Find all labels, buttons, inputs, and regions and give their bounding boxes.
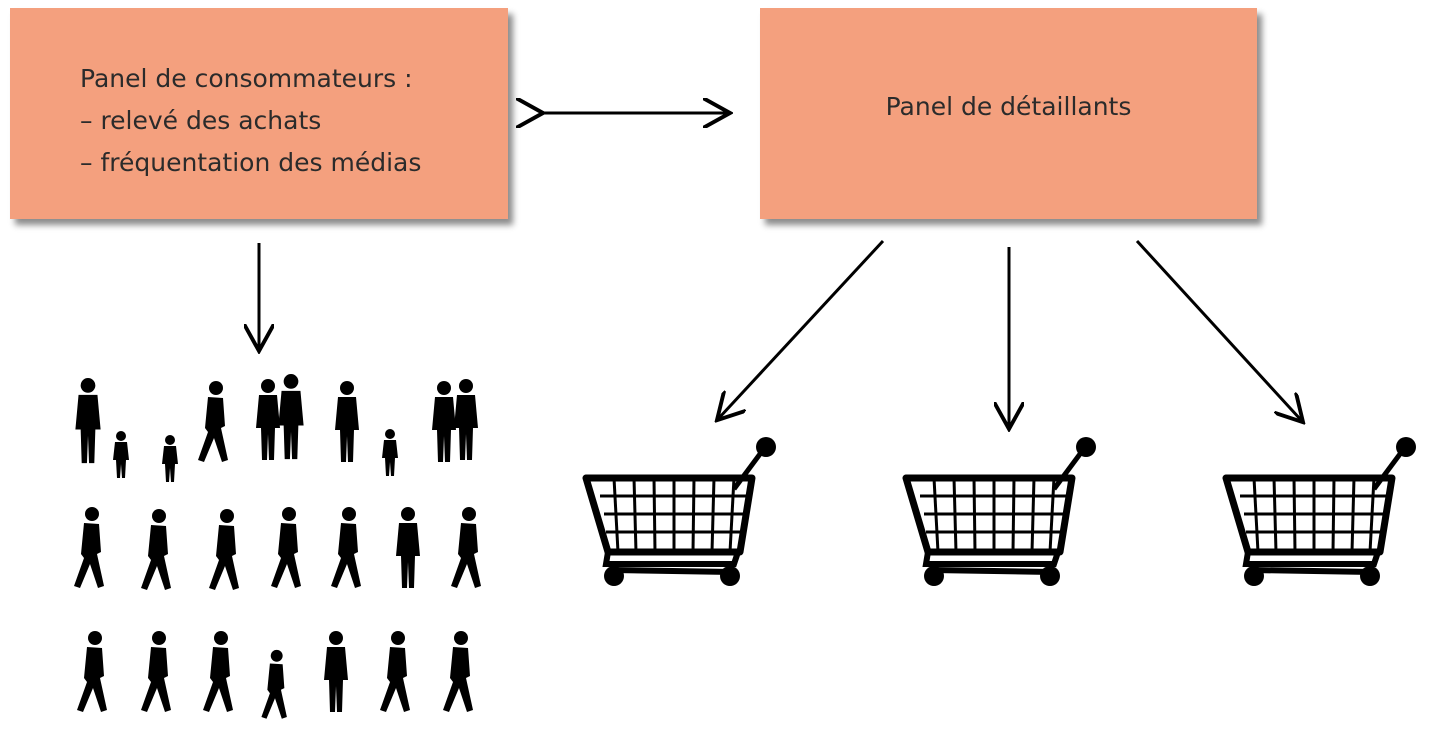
retailer-panel-box: Panel de détaillants	[760, 8, 1257, 219]
shopping-cart-icon	[1226, 437, 1416, 586]
consumer-panel-title: Panel de consommateurs :	[80, 64, 413, 93]
consumer-panel-box: Panel de consommateurs : – relevé des ac…	[10, 8, 508, 219]
consumer-panel-text: Panel de consommateurs : – relevé des ac…	[80, 58, 421, 184]
consumer-panel-item-purchases: – relevé des achats	[80, 106, 322, 135]
arrow-to-cart-right	[1135, 239, 1301, 420]
people-silhouettes-icon	[74, 374, 481, 719]
retailer-panel-title: Panel de détaillants	[885, 92, 1132, 121]
arrow-to-cart-left	[719, 239, 885, 418]
shopping-cart-icon	[906, 437, 1096, 586]
shopping-cart-icon	[586, 437, 776, 586]
consumer-panel-item-media: – fréquentation des médias	[80, 148, 422, 177]
